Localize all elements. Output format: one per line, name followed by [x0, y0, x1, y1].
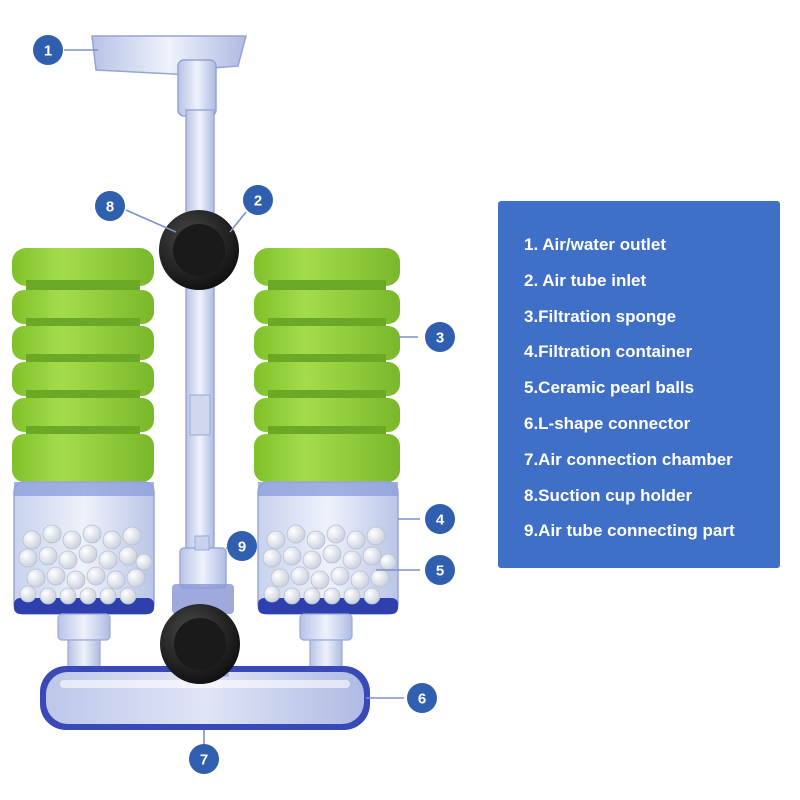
- callout-9: 9: [227, 531, 257, 561]
- ceramic-balls-right: [262, 524, 397, 605]
- sponge-left: [12, 248, 154, 482]
- legend-item-5: 5.Ceramic pearl balls: [524, 378, 695, 398]
- legend-item-7: 7.Air connection chamber: [524, 449, 733, 469]
- callout-2: 2: [243, 185, 273, 215]
- svg-text:8: 8: [106, 199, 114, 216]
- callout-3: 3: [425, 322, 455, 352]
- callout-1: 1: [33, 35, 63, 65]
- air-tube-connecting-part: [172, 535, 234, 614]
- air-water-outlet: [91, 35, 247, 117]
- suction-cup-lower: [160, 604, 240, 684]
- callout-7: 7: [189, 744, 219, 774]
- legend-item-4: 4.Filtration container: [524, 342, 693, 362]
- legend-item-1: 1. Air/water outlet: [524, 235, 667, 254]
- legend-item-6: 6.L-shape connector: [524, 413, 691, 433]
- ceramic-balls-left: [18, 524, 153, 605]
- leader-lines: [64, 49, 420, 744]
- legend-item-3: 3.Filtration sponge: [524, 306, 677, 326]
- callout-5: 5: [425, 555, 455, 585]
- svg-text:9: 9: [238, 539, 246, 556]
- legend-panel: 1. Air/water outlet 2. Air tube inlet 3.…: [498, 201, 780, 568]
- lift-tube: [185, 109, 215, 556]
- suction-cup-upper: [159, 210, 239, 290]
- svg-text:5: 5: [436, 563, 444, 580]
- sponge-right: [254, 248, 400, 482]
- callout-8: 8: [95, 191, 125, 221]
- svg-text:4: 4: [436, 512, 445, 529]
- svg-text:6: 6: [418, 691, 426, 708]
- legend-list: 1. Air/water outlet 2. Air tube inlet 3.…: [524, 227, 780, 549]
- svg-text:2: 2: [254, 193, 262, 210]
- container-left: [13, 481, 155, 675]
- callout-6: 6: [407, 683, 437, 713]
- legend-item-9: 9.Air tube connecting part: [524, 521, 735, 541]
- legend-item-2: 2. Air tube inlet: [524, 270, 647, 290]
- callout-4: 4: [425, 504, 455, 534]
- svg-text:1: 1: [44, 43, 52, 60]
- svg-text:7: 7: [200, 752, 208, 769]
- legend-item-8: 8.Suction cup holder: [524, 485, 693, 505]
- svg-text:3: 3: [436, 330, 444, 347]
- container-right: [257, 481, 399, 675]
